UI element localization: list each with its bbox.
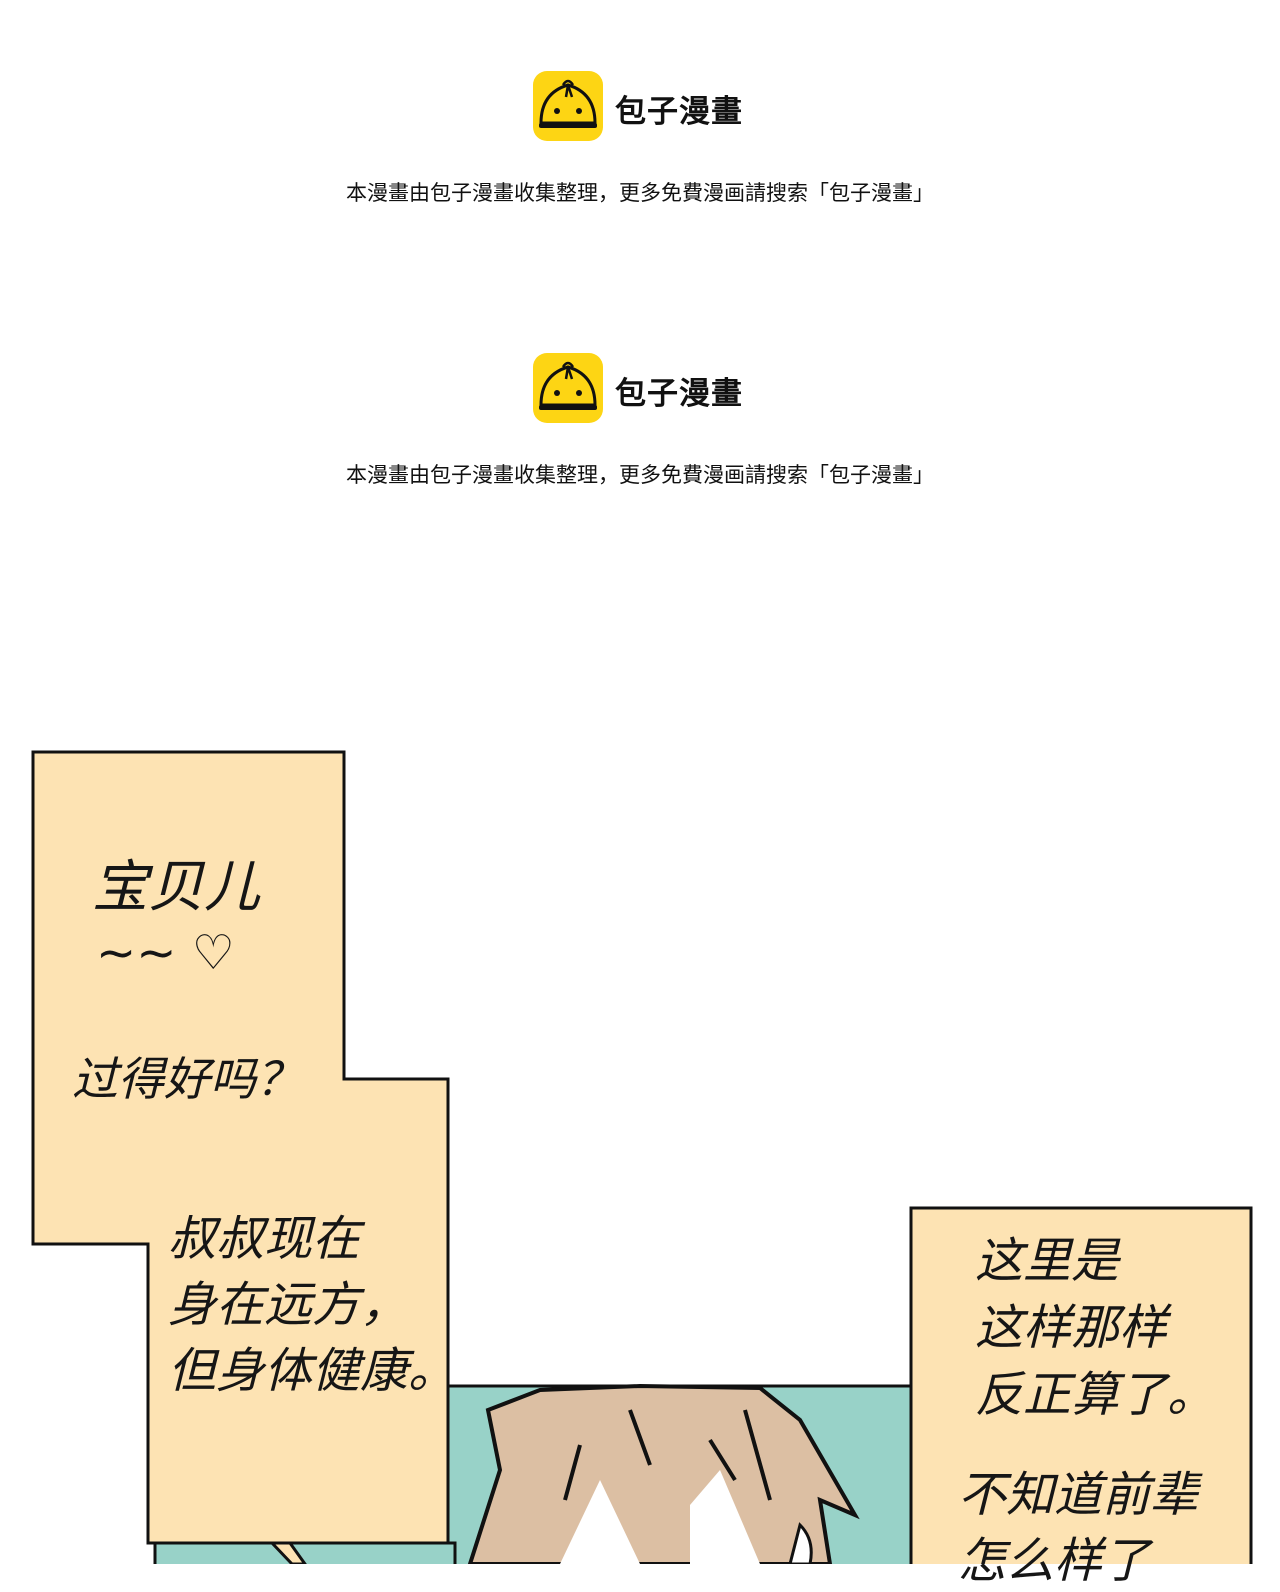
brand-name: 包子漫畫 <box>615 376 743 412</box>
caption-text: 不知道前辈 <box>958 1467 1199 1523</box>
baozi-logo-icon <box>533 71 603 141</box>
caption-text: 这里是 <box>975 1233 1120 1289</box>
watermark-note: 本漫畫由包子漫畫收集整理，更多免費漫画請搜索「包子漫畫」 <box>346 463 934 487</box>
teal-panel-lower <box>153 1541 457 1564</box>
caption-text: 过得好吗？ <box>72 1052 302 1106</box>
caption-text: 但身体健康。 <box>168 1343 457 1399</box>
caption-text: ~~ ♡ <box>96 925 235 981</box>
baozi-logo-icon <box>533 353 603 423</box>
caption-box-right <box>909 1206 1253 1564</box>
caption-text: 反正算了。 <box>975 1367 1216 1423</box>
caption-text: 身在远方， <box>168 1277 409 1333</box>
character-hair <box>467 1383 860 1564</box>
caption-text: 这样那样 <box>975 1300 1168 1356</box>
caption-text: 宝贝儿 <box>92 855 260 920</box>
caption-text: 叔叔现在 <box>168 1211 361 1267</box>
brand-name: 包子漫畫 <box>615 94 743 130</box>
watermark-note: 本漫畫由包子漫畫收集整理，更多免費漫画請搜索「包子漫畫」 <box>346 181 934 205</box>
caption-box-left <box>31 750 450 1545</box>
caption-text: 怎么样了 <box>958 1533 1151 1589</box>
